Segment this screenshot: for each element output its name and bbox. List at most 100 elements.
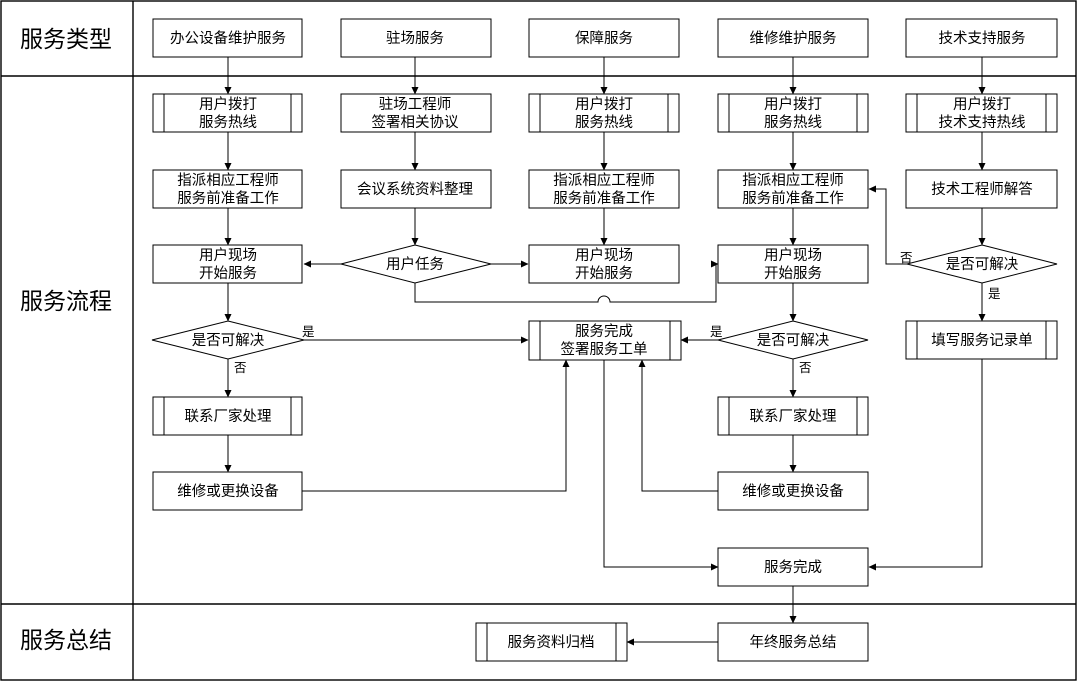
c3-complete-line2: 签署服务工单 bbox=[561, 341, 648, 358]
c1-yes-label: 是 bbox=[302, 324, 315, 339]
c4-replace-box: 维修或更换设备 bbox=[717, 471, 869, 511]
c1-decide-diamond: 是否可解决 bbox=[151, 320, 305, 360]
column-office: 用户拨打 服务热线 指派相应工程师 服务前准备工作 用户现场 开始服务 是否可解… bbox=[151, 93, 315, 511]
c1-replace-label: 维修或更换设备 bbox=[177, 483, 279, 500]
c5-decide-label: 是否可解决 bbox=[946, 256, 1019, 273]
summary-archive-process: 服务资料归档 bbox=[475, 622, 628, 662]
c4-vendor-process: 联系厂家处理 bbox=[717, 396, 869, 436]
c1-start-line2: 开始服务 bbox=[199, 265, 257, 282]
c5-record-process: 填写服务记录单 bbox=[905, 320, 1058, 360]
c3-call-process: 用户拨打 服务热线 bbox=[528, 93, 680, 133]
c5-call-process: 用户拨打 技术支持热线 bbox=[905, 93, 1058, 133]
c4-call-line1: 用户拨打 bbox=[764, 96, 822, 113]
c4-yes-label: 是 bbox=[710, 324, 723, 339]
c4-call-line2: 服务热线 bbox=[764, 114, 822, 131]
edge-c5-decide-no bbox=[868, 185, 907, 265]
c1-call-process: 用户拨打 服务热线 bbox=[152, 93, 303, 133]
c5-record-label: 填写服务记录单 bbox=[931, 332, 1033, 349]
c2-task-diamond: 用户任务 bbox=[340, 244, 492, 284]
c1-start-box: 用户现场 开始服务 bbox=[152, 244, 303, 284]
c3-start-box: 用户现场 开始服务 bbox=[528, 244, 680, 284]
c5-answer-label: 技术工程师解答 bbox=[931, 181, 1033, 198]
c1-call-line1: 用户拨打 bbox=[199, 96, 257, 113]
summary-annual-label: 年终服务总结 bbox=[750, 634, 837, 651]
connectors bbox=[224, 57, 986, 646]
c5-no-label: 否 bbox=[900, 250, 913, 265]
c1-start-line1: 用户现场 bbox=[199, 247, 257, 264]
edge-c1-replace-complete bbox=[302, 359, 570, 492]
c4-replace-label: 维修或更换设备 bbox=[742, 483, 844, 500]
c1-vendor-process: 联系厂家处理 bbox=[152, 396, 303, 436]
c2-sign-line2: 签署相关协议 bbox=[372, 114, 459, 131]
summary-archive-label: 服务资料归档 bbox=[508, 634, 595, 651]
c3-assign-box: 指派相应工程师 服务前准备工作 bbox=[528, 169, 680, 209]
c1-decide-label: 是否可解决 bbox=[192, 332, 265, 349]
lane-label-type: 服务类型 bbox=[20, 27, 112, 53]
edge-c3-complete-done bbox=[603, 360, 719, 571]
edge-c5-record-done bbox=[868, 359, 983, 571]
c3-assign-line1: 指派相应工程师 bbox=[553, 171, 655, 189]
c5-call-line2: 技术支持热线 bbox=[939, 114, 1026, 131]
c5-decide-diamond: 是否可解决 bbox=[906, 244, 1058, 284]
c3-assign-line2: 服务前准备工作 bbox=[553, 190, 655, 207]
type-onsite-box bbox=[340, 18, 492, 58]
type-repair-label: 维修维护服务 bbox=[750, 30, 837, 47]
c3-complete-line1: 服务完成 bbox=[575, 323, 633, 340]
summary-row: 年终服务总结 服务资料归档 bbox=[475, 622, 869, 662]
type-repair-box bbox=[717, 18, 869, 58]
c5-call-line1: 用户拨打 bbox=[953, 96, 1011, 113]
c1-no-label: 否 bbox=[234, 360, 247, 375]
c2-sign-box: 驻场工程师 签署相关协议 bbox=[340, 93, 492, 133]
lane-label-process: 服务流程 bbox=[20, 289, 112, 315]
lane-label-summary: 服务总结 bbox=[20, 628, 112, 654]
type-support-box bbox=[528, 18, 680, 58]
c3-start-line1: 用户现场 bbox=[575, 247, 633, 264]
type-support-label: 保障服务 bbox=[575, 29, 633, 47]
edge-c2-task-c4start bbox=[414, 260, 719, 303]
column-onsite: 驻场工程师 签署相关协议 会议系统资料整理 用户任务 bbox=[340, 93, 492, 284]
c5-answer-box: 技术工程师解答 bbox=[905, 169, 1058, 209]
type-tech-label: 技术支持服务 bbox=[939, 30, 1026, 47]
c3-call-line2: 服务热线 bbox=[575, 114, 633, 131]
c2-sign-line1: 驻场工程师 bbox=[379, 96, 452, 113]
c4-start-box: 用户现场 开始服务 bbox=[717, 244, 869, 284]
c4-call-process: 用户拨打 服务热线 bbox=[717, 93, 869, 133]
c2-meeting-label: 会议系统资料整理 bbox=[357, 181, 473, 198]
c4-decide-diamond: 是否可解决 bbox=[717, 320, 869, 360]
type-tech-box bbox=[905, 18, 1058, 58]
c4-assign-line2: 服务前准备工作 bbox=[742, 190, 844, 207]
c4-decide-label: 是否可解决 bbox=[757, 332, 830, 349]
column-support: 用户拨打 服务热线 指派相应工程师 服务前准备工作 用户现场 开始服务 服务完成… bbox=[528, 93, 682, 361]
c4-no-label: 否 bbox=[799, 360, 812, 375]
c4-start-line1: 用户现场 bbox=[764, 247, 822, 264]
c1-assign-line1: 指派相应工程师 bbox=[177, 171, 279, 189]
type-office-box bbox=[152, 18, 303, 58]
c3-complete-sign-process: 服务完成 签署服务工单 bbox=[528, 320, 682, 361]
type-office-label: 办公设备维护服务 bbox=[170, 30, 286, 47]
c1-replace-box: 维修或更换设备 bbox=[152, 471, 303, 511]
c4-start-line2: 开始服务 bbox=[764, 265, 822, 282]
c1-assign-box: 指派相应工程师 服务前准备工作 bbox=[152, 169, 303, 209]
c2-task-label: 用户任务 bbox=[386, 256, 444, 273]
c5-yes-label: 是 bbox=[988, 286, 1001, 301]
c4-done-box: 服务完成 bbox=[717, 547, 869, 587]
c4-done-label: 服务完成 bbox=[764, 559, 822, 576]
edge-c4-replace-complete bbox=[638, 359, 718, 492]
summary-annual-box: 年终服务总结 bbox=[717, 622, 869, 662]
c1-call-line2: 服务热线 bbox=[199, 114, 257, 131]
c1-vendor-label: 联系厂家处理 bbox=[185, 408, 272, 425]
c3-start-line2: 开始服务 bbox=[575, 265, 633, 282]
c1-assign-line2: 服务前准备工作 bbox=[177, 190, 279, 207]
column-repair: 用户拨打 服务热线 指派相应工程师 服务前准备工作 用户现场 开始服务 是否可解… bbox=[710, 93, 869, 587]
type-onsite-label: 驻场服务 bbox=[386, 30, 444, 47]
c2-meeting-box: 会议系统资料整理 bbox=[340, 169, 492, 209]
c4-assign-line1: 指派相应工程师 bbox=[742, 171, 844, 189]
service-type-row: 办公设备维护服务 驻场服务 保障服务 维修维护服务 技术支持服务 bbox=[152, 18, 1058, 58]
c4-vendor-label: 联系厂家处理 bbox=[750, 408, 837, 425]
c3-call-line1: 用户拨打 bbox=[575, 96, 633, 113]
column-tech: 用户拨打 技术支持热线 技术工程师解答 是否可解决 填写服务记录单 否 是 bbox=[900, 93, 1058, 360]
